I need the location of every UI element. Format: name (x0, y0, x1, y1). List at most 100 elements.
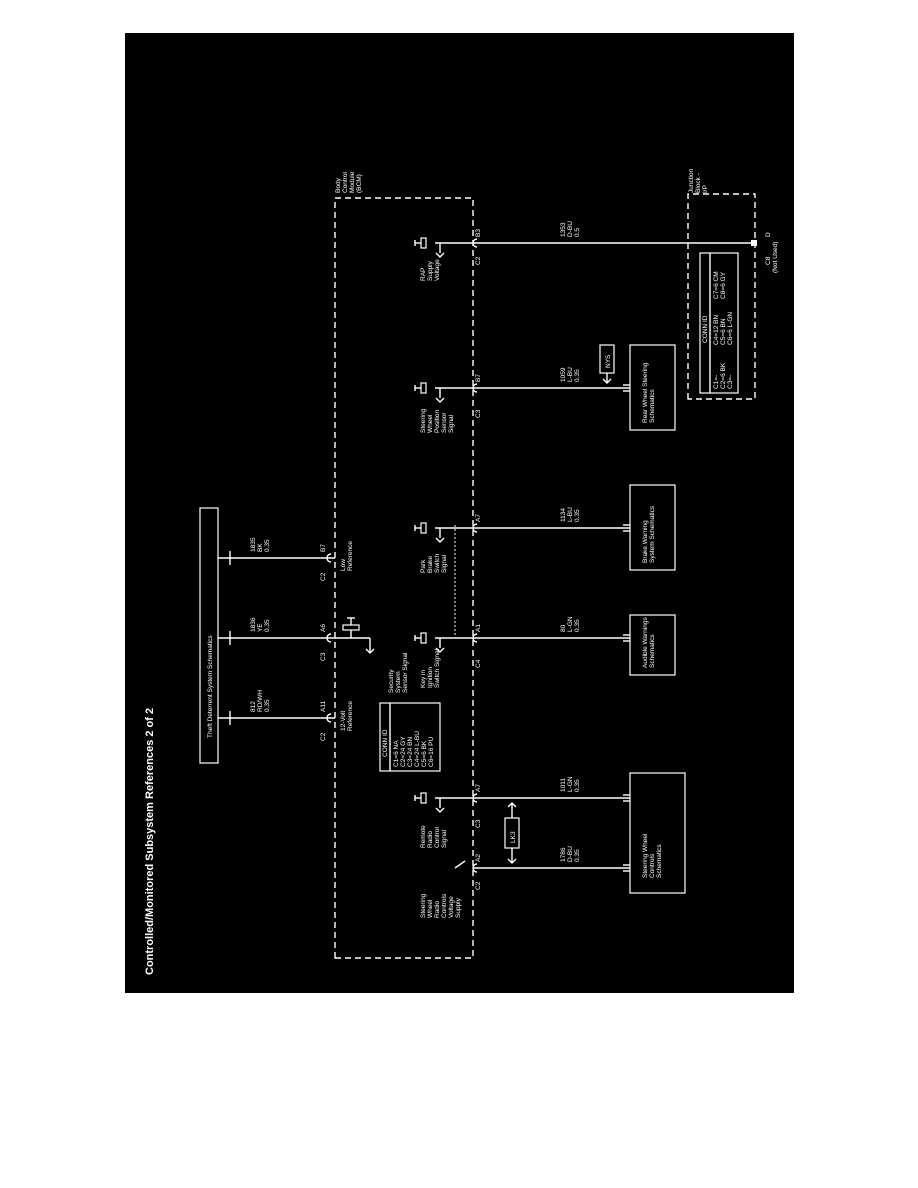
sig-a1-3: Switch Signal (434, 648, 441, 688)
connector-b7-c2 (326, 553, 332, 563)
junction-label-3: I/P (702, 185, 709, 193)
sig-a11-1: 12-Volt (340, 711, 347, 731)
arrow-park (435, 537, 445, 543)
wire-80-num: 80 (560, 624, 567, 632)
bcm-conn-c6: C6=16 PU (428, 737, 435, 767)
steering-wheel-controls-box (629, 772, 686, 894)
arrow-b7 (435, 397, 445, 403)
resistor-a7-c3 (420, 792, 427, 804)
sig-a7-4: Signal (441, 829, 448, 848)
dest-swc-1: Steering Wheel (642, 833, 649, 878)
junction-label-1: Junction (688, 168, 695, 193)
sig-a2-3: Radio (434, 901, 441, 918)
connector-a7-c3 (472, 793, 478, 803)
sig-a2-4: Controls (441, 893, 448, 918)
nys-label: NYS (605, 354, 612, 368)
conn-a2: C2 (475, 881, 482, 890)
wire-812-color: RD/WH (257, 690, 264, 712)
sig-b3-1: RAP (420, 268, 427, 281)
sig-a2-1: Steering (420, 893, 427, 918)
bcm-label-4: (BCM) (356, 174, 363, 193)
diagram-title: Controlled/Monitored Subsystem Reference… (144, 708, 156, 975)
arrow-b3 (435, 252, 445, 258)
wire-1011-num: 1011 (560, 778, 567, 792)
bcm-conn-id-box (379, 702, 441, 772)
dest-brake-1: Brake Warning (642, 520, 649, 563)
pin-b3: B3 (475, 229, 482, 237)
wire-1011-color: L-GN (567, 776, 574, 792)
sig-a7-2: Radio (427, 831, 434, 848)
sig-a7-1: Remote (420, 825, 427, 848)
sig-a6-3: Sensor Signal (402, 652, 409, 693)
jb-c5: C5=6 BN (720, 318, 727, 345)
sig-a6-2: System (395, 671, 402, 693)
audible-warnings-box (629, 614, 676, 676)
junction-terminal-d (751, 240, 757, 246)
wire-1134-num: 1134 (560, 508, 567, 522)
wire-1011-gauge: 0.35 (574, 779, 581, 792)
switch-symbol-a2 (454, 860, 466, 869)
jb-c2: C2=6 BK (720, 362, 727, 389)
wire-1059-color: L-BU (567, 367, 574, 382)
pin-a11: A11 (320, 701, 327, 712)
wire-1353-gauge: 0.5 (574, 228, 581, 237)
conn-a7-c3: C3 (475, 819, 482, 828)
sig-a1-2: Ignition (427, 667, 434, 688)
schematic-sheet: Controlled/Monitored Subsystem Reference… (125, 33, 794, 993)
lk3-arrow-left (507, 858, 517, 864)
sig-park-4: Signal (441, 554, 448, 573)
conn-a6: C3 (320, 652, 327, 661)
connector-a7-park (472, 523, 478, 533)
resistor-a6 (342, 624, 360, 631)
wire-1836-num: 1836 (250, 617, 257, 632)
connector-a11 (326, 713, 332, 723)
pin-b7-c3: B7 (475, 374, 482, 382)
wire-1059-num: 1059 (560, 367, 567, 382)
pin-a1: A1 (475, 624, 482, 632)
lk3-arrow-right (507, 802, 517, 808)
junction-pin-d: D (765, 232, 772, 237)
resistor-b3 (420, 237, 427, 249)
wire-1835-num: 1835 (250, 537, 257, 552)
bcm-label-3: Module (349, 171, 356, 193)
wiring-diagram: Controlled/Monitored Subsystem Reference… (144, 168, 779, 975)
sig-a2-5: Voltage (448, 896, 455, 918)
wire-1835-gauge: 0.35 (264, 539, 271, 552)
dest-audible-2: Schematics (649, 634, 656, 668)
sig-b7-5: Signal (448, 414, 455, 433)
wire-80-gauge: 0.35 (574, 619, 581, 632)
junction-conn-id-header: CONN ID (702, 315, 709, 343)
bcm-conn-c2: C2=24 GY (400, 736, 407, 767)
arrow-a6 (365, 648, 375, 654)
sig-a7-3: Control (434, 826, 441, 848)
dest-audible-1: Audible Warnings (642, 617, 649, 668)
resistor-a1 (420, 632, 427, 644)
sig-a2-6: Supply (455, 897, 462, 918)
conn-b3: C2 (475, 256, 482, 265)
wire-812-gauge: 0.35 (264, 699, 271, 712)
bcm-label-1: Body (335, 177, 342, 193)
arrow-a1 (435, 647, 445, 653)
bcm-conn-c3: C3=24 BN (407, 737, 414, 767)
bcm-label-2: Control (342, 171, 349, 193)
dest-rws-1: Rear Wheel Steering (642, 362, 649, 423)
wire-1134-color: L-BU (567, 507, 574, 522)
sig-park-3: Switch (434, 553, 441, 573)
pin-a7-park: A7 (475, 514, 482, 522)
sig-b7-4: Sensor (441, 412, 448, 433)
wire-1786-num: 1786 (560, 847, 567, 862)
sig-park-2: Brake (427, 556, 434, 573)
theft-deterrent-box (199, 507, 219, 764)
sig-b7-c2-1: Low (340, 559, 347, 571)
dest-brake-2: System Schematics (649, 505, 656, 563)
wire-1353-color: D-BU (567, 221, 574, 237)
connector-a2 (472, 863, 478, 873)
jb-c4: C4=12 BN (713, 315, 720, 345)
jb-c1: C1=- (713, 375, 720, 389)
junction-conn-c8: C8 (765, 256, 772, 265)
pin-a2: A2 (475, 854, 482, 862)
junction-not-used: (Not Used) (772, 242, 779, 273)
rear-wheel-steering-box (629, 344, 676, 431)
dest-rws-2: Schematics (649, 389, 656, 423)
wire-1786-gauge: 0.35 (574, 849, 581, 862)
